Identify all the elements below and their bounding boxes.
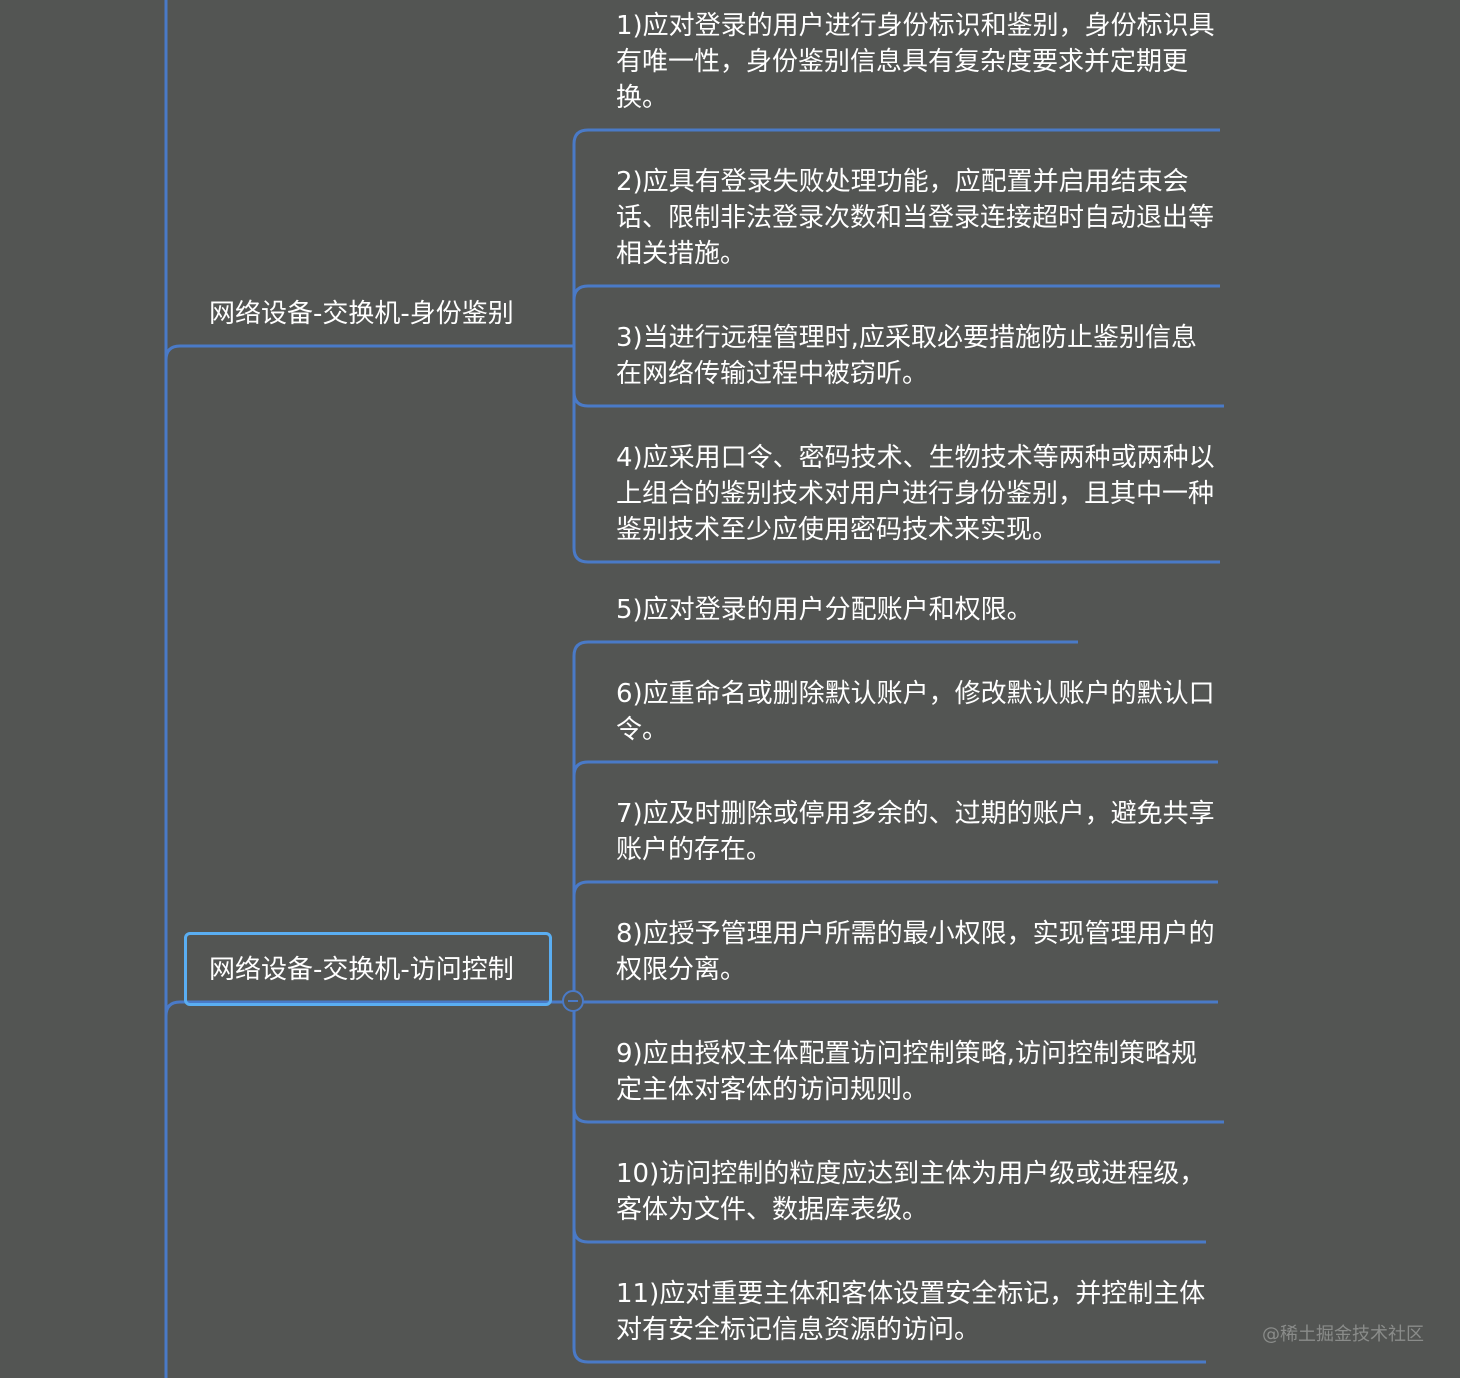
leaf-underline-5 xyxy=(572,640,1078,657)
leaf-underline-4 xyxy=(572,547,1220,564)
minus-circle-icon[interactable] xyxy=(562,990,584,1012)
watermark: @稀土掘金技术社区 xyxy=(1262,1324,1424,1345)
leaf-underline-6 xyxy=(572,760,1218,777)
branch-label-access-control[interactable]: 网络设备-交换机-访问控制 xyxy=(209,955,514,985)
branch-label-identity-auth[interactable]: 网络设备-交换机-身份鉴别 xyxy=(209,299,514,329)
leaf-item-2[interactable]: 2)应具有登录失败处理功能，应配置并启用结束会话、限制非法登录次数和当登录连接超… xyxy=(616,167,1215,269)
leaf-item-7[interactable]: 7)应及时删除或停用多余的、过期的账户，避免共享账户的存在。 xyxy=(616,799,1215,865)
leaf-underline-2 xyxy=(572,284,1220,301)
leaf-item-6[interactable]: 6)应重命名或删除默认账户，修改默认账户的默认口令。 xyxy=(616,679,1215,745)
leaf-item-1[interactable]: 1)应对登录的用户进行身份标识和鉴别，身份标识具有唯一性，身份鉴别信息具有复杂度… xyxy=(616,11,1215,113)
leaf-item-10[interactable]: 10)访问控制的粒度应达到主体为用户级或进程级，客体为文件、数据库表级。 xyxy=(616,1159,1206,1225)
branch-connector-2 xyxy=(164,1000,574,1017)
leaf-underline-3 xyxy=(572,391,1224,408)
leaf-underline-9 xyxy=(572,1107,1224,1124)
selected-node-highlight xyxy=(184,932,552,1006)
leaf-item-4[interactable]: 4)应采用口令、密码技术、生物技术等两种或两种以上组合的鉴别技术对用户进行身份鉴… xyxy=(616,443,1215,545)
leaf-underline-1 xyxy=(572,128,1220,145)
leaf-underline-7 xyxy=(572,880,1218,897)
leaf-underline-11 xyxy=(572,1347,1206,1364)
branch-connector-1 xyxy=(164,344,574,361)
leaf-item-8[interactable]: 8)应授予管理用户所需的最小权限，实现管理用户的权限分离。 xyxy=(616,919,1215,985)
leaf-item-9[interactable]: 9)应由授权主体配置访问控制策略,访问控制策略规定主体对客体的访问规则。 xyxy=(616,1039,1197,1105)
leaf-item-3[interactable]: 3)当进行远程管理时,应采取必要措施防止鉴别信息在网络传输过程中被窃听。 xyxy=(616,323,1197,389)
leaf-item-11[interactable]: 11)应对重要主体和客体设置安全标记，并控制主体对有安全标记信息资源的访问。 xyxy=(616,1279,1206,1345)
leaf-item-5[interactable]: 5)应对登录的用户分配账户和权限。 xyxy=(616,595,1033,625)
leaf-underline-10 xyxy=(572,1227,1206,1244)
